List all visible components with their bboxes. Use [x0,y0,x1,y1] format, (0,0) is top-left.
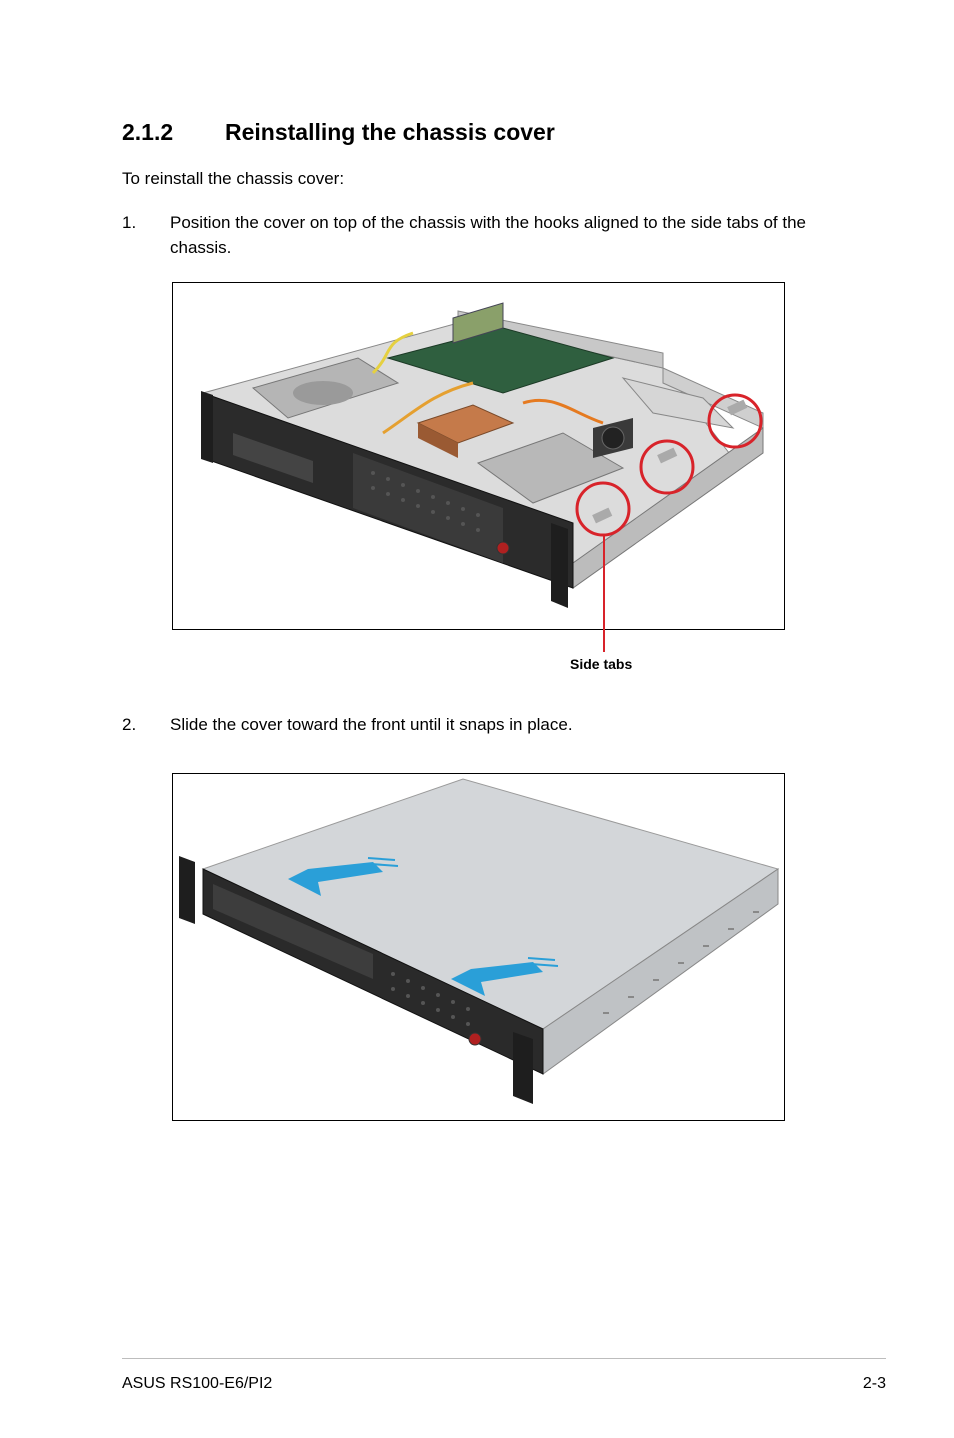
footer-page-number: 2-3 [862,1375,886,1392]
step-number: 2. [122,715,137,734]
step-text: Slide the cover toward the front until i… [170,715,573,734]
footer-divider [122,1358,886,1359]
slide-arrow-icon [451,957,559,996]
closed-chassis-illustration [179,778,780,1104]
step-text: Position the cover on top of the chassis… [170,213,807,257]
step-2: 2. Slide the cover toward the front unti… [122,712,822,737]
section-title: Reinstalling the chassis cover [225,119,555,145]
section-heading: 2.1.2 Reinstalling the chassis cover [122,119,555,146]
step-1: 1. Position the cover on top of the chas… [122,210,822,260]
slide-arrow-icon [288,857,399,896]
closed-chassis-figure [172,773,785,1121]
side-tabs-label: Side tabs [570,656,633,672]
step-number: 1. [122,213,137,232]
callout-leader-line [603,535,605,652]
section-number: 2.1.2 [122,119,174,145]
intro-text: To reinstall the chassis cover: [122,169,345,188]
side-tab-circle [639,439,695,495]
side-tab-circle [707,393,763,449]
open-chassis-figure [172,282,785,630]
open-chassis-illustration [201,302,764,608]
footer-model: ASUS RS100-E6/PI2 [122,1375,273,1392]
